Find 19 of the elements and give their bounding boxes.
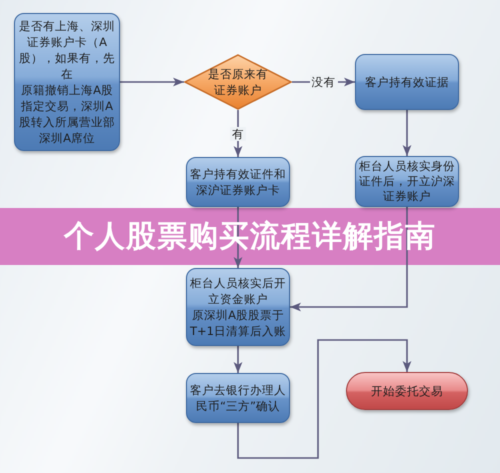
arrow	[234, 346, 242, 373]
arrow	[402, 110, 412, 156]
edge-label: 没有	[310, 75, 338, 89]
process-box: 客户去银行办理人民币“三方”确认	[186, 373, 290, 423]
terminal-pill: 开始委托交易	[346, 372, 468, 410]
process-box	[14, 13, 120, 151]
step-text: 原深圳A股股票于T+1日清算后入账	[190, 307, 286, 339]
process-box: 客户持有效证据	[355, 54, 459, 110]
process-box: 客户持有效证件和深沪证券账户卡	[186, 157, 290, 207]
arrow	[120, 78, 184, 86]
step-text: 柜台人员核实后开立资金账户	[190, 275, 286, 307]
edge-label: 有	[230, 126, 246, 140]
arrow	[237, 339, 412, 459]
step-text: 原籍撤销上海A股指定交易，深圳A股转入所属营业部深圳A席位	[18, 82, 116, 146]
step-text: 是否有上海、深圳证券账户卡（A股），如果有，先在	[18, 18, 116, 82]
process-box	[186, 268, 290, 346]
decision-text: 是否原来有证券账户	[207, 66, 269, 98]
decision-diamond	[184, 54, 292, 110]
process-box: 柜台人员核实身份证件后，开立沪深证券账户	[355, 156, 459, 207]
